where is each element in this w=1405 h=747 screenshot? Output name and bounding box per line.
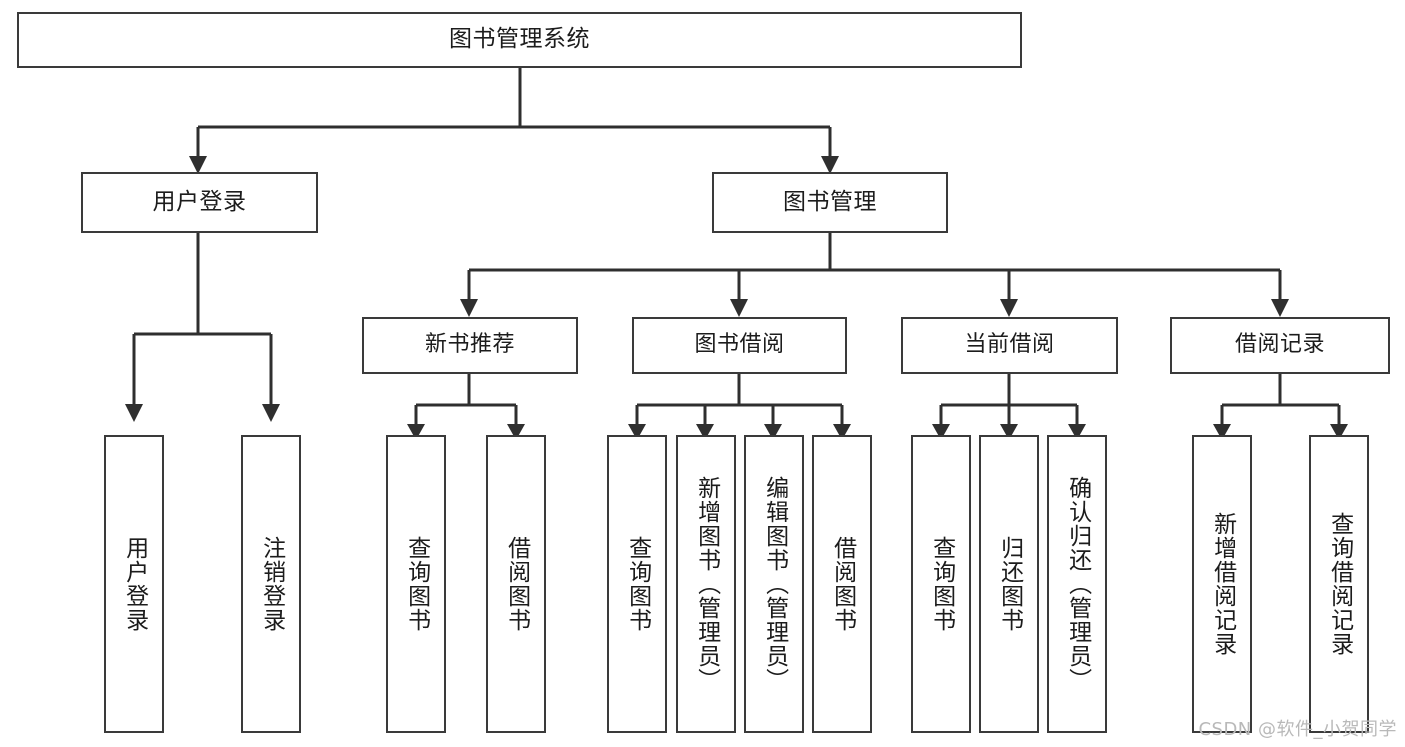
node-root-book-management-system[interactable]: 图书管理系统	[17, 12, 1022, 68]
node-label: 用户登录	[121, 536, 148, 632]
node-book-borrow[interactable]: 图书借阅	[632, 317, 847, 374]
node-leaf-borrow-book-recommend[interactable]: 借阅图书	[486, 435, 546, 733]
node-label: 新增图书（管理员）	[693, 476, 720, 692]
watermark-text: CSDN @软件_小贺同学	[1198, 719, 1397, 740]
node-label: 借阅图书	[503, 536, 530, 632]
node-label: 新增借阅记录	[1209, 512, 1236, 656]
node-leaf-borrow-book-borrow[interactable]: 借阅图书	[812, 435, 872, 733]
node-leaf-add-borrow-record[interactable]: 新增借阅记录	[1192, 435, 1252, 733]
node-label: 图书管理	[783, 188, 877, 215]
node-label: 编辑图书（管理员）	[761, 476, 788, 692]
node-label: 用户登录	[152, 188, 247, 215]
node-leaf-query-borrow-record[interactable]: 查询借阅记录	[1309, 435, 1369, 733]
arrowhead-new-book	[460, 299, 478, 317]
node-label: 查询借阅记录	[1326, 512, 1353, 656]
node-label: 借阅记录	[1234, 332, 1325, 358]
node-label: 注销登录	[258, 536, 285, 632]
node-leaf-add-book-admin[interactable]: 新增图书（管理员）	[676, 435, 736, 733]
arrowhead-book-borrow	[730, 299, 748, 317]
node-label: 当前借阅	[964, 332, 1055, 358]
node-leaf-logout-login[interactable]: 注销登录	[241, 435, 301, 733]
node-label: 查询图书	[403, 536, 430, 632]
arrowhead-leaf-user-login	[125, 404, 143, 422]
node-leaf-query-book-borrow[interactable]: 查询图书	[607, 435, 667, 733]
node-leaf-query-book-recommend[interactable]: 查询图书	[386, 435, 446, 733]
node-label: 借阅图书	[829, 536, 856, 632]
node-book-management[interactable]: 图书管理	[712, 172, 948, 233]
arrowhead-current-borrow	[1000, 299, 1018, 317]
node-leaf-query-book-current[interactable]: 查询图书	[911, 435, 971, 733]
node-label: 归还图书	[996, 536, 1023, 632]
node-leaf-confirm-return-admin[interactable]: 确认归还（管理员）	[1047, 435, 1107, 733]
node-current-borrow[interactable]: 当前借阅	[901, 317, 1118, 374]
node-label: 确认归还（管理员）	[1064, 476, 1091, 692]
node-user-login[interactable]: 用户登录	[81, 172, 318, 233]
arrowhead-leaf-logout	[262, 404, 280, 422]
node-label: 图书借阅	[694, 332, 785, 358]
node-leaf-return-book[interactable]: 归还图书	[979, 435, 1039, 733]
node-new-book-recommend[interactable]: 新书推荐	[362, 317, 578, 374]
node-borrow-record[interactable]: 借阅记录	[1170, 317, 1390, 374]
node-label: 图书管理系统	[449, 26, 590, 53]
arrowhead-borrow-record	[1271, 299, 1289, 317]
node-leaf-user-login[interactable]: 用户登录	[104, 435, 164, 733]
node-label: 查询图书	[624, 536, 651, 632]
node-leaf-edit-book-admin[interactable]: 编辑图书（管理员）	[744, 435, 804, 733]
node-label: 新书推荐	[424, 332, 515, 358]
node-label: 查询图书	[928, 536, 955, 632]
